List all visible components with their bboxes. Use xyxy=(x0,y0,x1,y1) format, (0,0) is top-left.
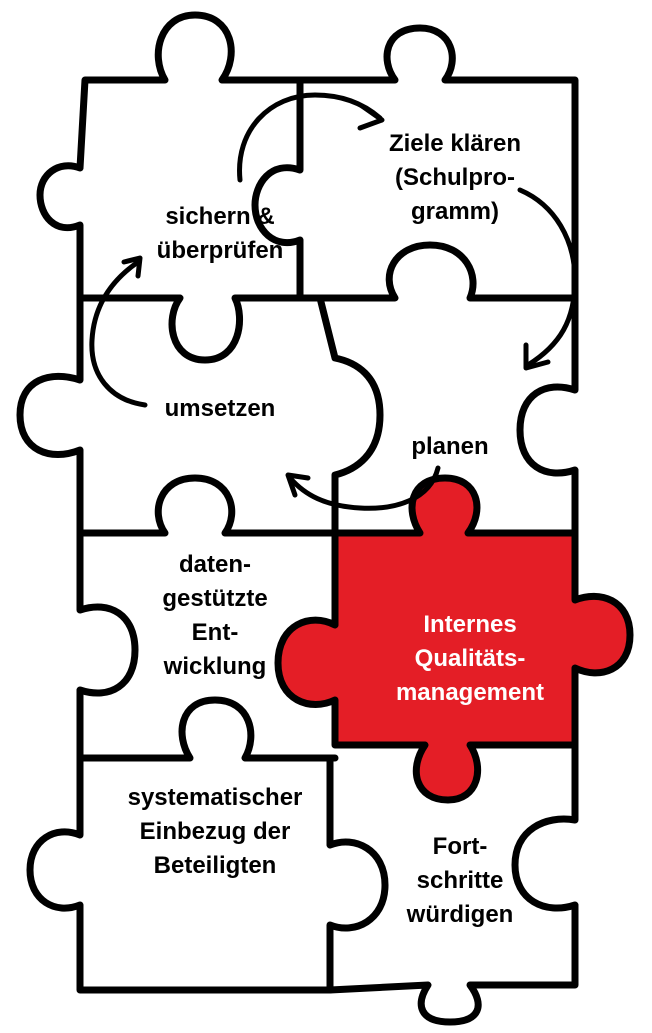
cycle-arrows xyxy=(89,92,578,511)
piece-einbezug-outline xyxy=(26,754,389,994)
label-fortschritte: Fort- schritte würdigen xyxy=(406,833,514,928)
arrow-ziele-to-planen xyxy=(517,187,578,368)
piece-sichern-outline xyxy=(36,11,304,364)
arrowhead-umsetzen-to-sichern xyxy=(121,255,143,279)
label-qm: Internes Qualitäts- management xyxy=(395,611,545,706)
piece-planen-outline xyxy=(516,294,579,537)
arrow-sichern-to-ziele xyxy=(237,92,383,183)
label-umsetzen: umsetzen xyxy=(164,395,276,422)
label-einbezug: systematischer Einbezug der Beteiligten xyxy=(127,784,303,879)
label-ziele: Ziele klären (Schulpro- gramm) xyxy=(388,130,522,225)
piece-umsetzen-outline xyxy=(16,294,384,537)
arrow-planen-to-umsetzen xyxy=(287,465,441,511)
puzzle-outlines xyxy=(16,11,579,1026)
arrowhead-ziele-to-planen xyxy=(523,342,551,371)
piece-ziele-outline xyxy=(296,24,579,302)
piece-qm-fill xyxy=(274,474,634,804)
label-planen: planen xyxy=(411,433,489,460)
piece-fortschritte-outline xyxy=(326,741,579,1026)
label-sichern: sichern & überprüfen xyxy=(156,203,284,264)
arrow-umsetzen-to-sichern xyxy=(89,259,148,408)
arrowhead-planen-to-umsetzen xyxy=(285,472,311,498)
label-daten: daten- gestützte Ent- wicklung xyxy=(162,551,268,680)
arrowhead-sichern-to-ziele xyxy=(357,103,385,131)
